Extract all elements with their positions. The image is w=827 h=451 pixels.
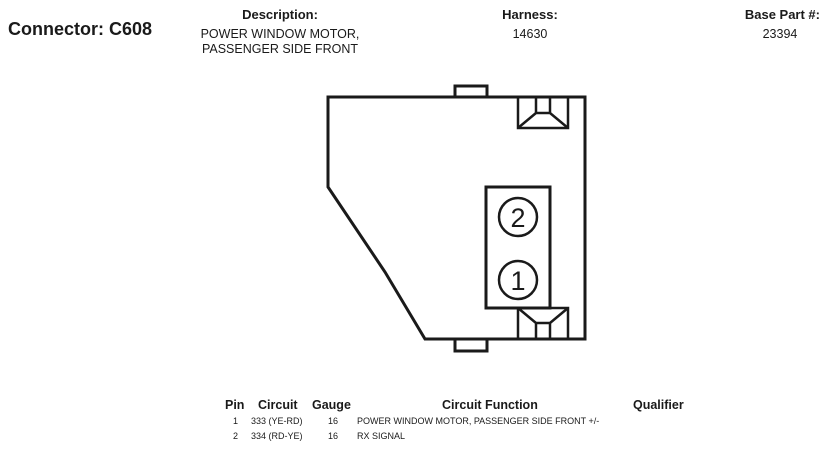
- base-part-label: Base Part #:: [744, 7, 820, 22]
- table-header-qualifier: Qualifier: [633, 398, 684, 412]
- description-line-2: PASSENGER SIDE FRONT: [201, 42, 359, 56]
- pin-1-circle: [497, 259, 539, 301]
- connector-title: Connector: C608: [8, 19, 153, 39]
- row-function: RX SIGNAL: [357, 431, 406, 441]
- row-function: POWER WINDOW MOTOR, PASSENGER SIDE FRONT…: [357, 416, 600, 426]
- table-header-function: Circuit Function: [442, 398, 538, 412]
- table-header-pin: Pin: [225, 398, 245, 412]
- row-gauge: 16: [328, 416, 339, 426]
- description-line-1: POWER WINDOW MOTOR,: [200, 27, 360, 41]
- row-circuit: 333 (YE-RD): [251, 416, 303, 426]
- description-value: POWER WINDOW MOTOR, PASSENGER SIDE FRONT: [170, 27, 390, 57]
- pin-2-label: 2: [510, 203, 525, 233]
- harness-label: Harness:: [502, 7, 558, 22]
- table-header-gauge: Gauge: [312, 398, 351, 412]
- harness-value: 14630: [512, 27, 548, 41]
- bottom-lock-feature: [516, 306, 570, 341]
- row-gauge: 16: [328, 431, 339, 441]
- description-label: Description:: [242, 7, 318, 22]
- row-pin: 1: [233, 416, 239, 426]
- top-lock-feature: [516, 95, 570, 130]
- pin-2-circle: [497, 196, 539, 238]
- table-header-circuit: Circuit: [258, 398, 298, 412]
- base-part-value: 23394: [762, 27, 798, 41]
- row-pin: 2: [233, 431, 239, 441]
- bottom-latch-tab: [453, 339, 489, 353]
- pin-1-label: 1: [510, 266, 525, 296]
- row-circuit: 334 (RD-YE): [251, 431, 303, 441]
- top-latch-tab: [453, 84, 489, 97]
- connector-body-outline: [326, 95, 587, 341]
